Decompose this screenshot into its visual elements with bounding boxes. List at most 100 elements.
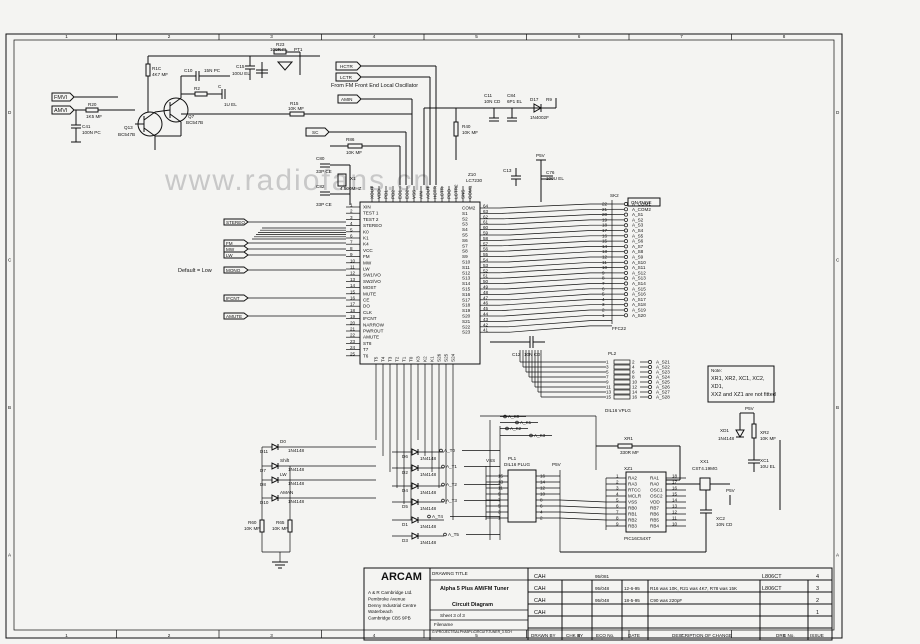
- ic-pin-name: S1: [462, 211, 468, 216]
- pic-pin-number: 8: [616, 516, 619, 521]
- svg-text:6P1 EL: 6P1 EL: [507, 99, 523, 104]
- ic-pin-name: S22: [462, 324, 471, 329]
- ic-pin-name: T5: [374, 356, 379, 362]
- svg-text:1U EL: 1U EL: [224, 102, 237, 107]
- pl2-pin-label: A_S24: [656, 375, 670, 380]
- ic-pin-name: DO: [363, 304, 370, 309]
- rev-eco: 95/081: [595, 574, 609, 579]
- pl2-pin-number: 9: [606, 380, 609, 385]
- rev-drg-no: L806CT: [762, 586, 782, 592]
- svg-text:XR2: XR2: [760, 430, 769, 435]
- pl2-pin-label: A_S22: [656, 365, 670, 370]
- ic-pin-name: T0: [409, 356, 414, 362]
- ic-pin-name: NARROW: [363, 322, 385, 327]
- pic-pin-number: 12: [672, 510, 678, 515]
- sk2-pin-label: A_S17: [632, 297, 646, 302]
- resistor-ref: R60: [248, 520, 257, 525]
- pic-pin-name: RA3: [628, 482, 637, 487]
- sk2-pin-number: 5: [602, 292, 605, 297]
- svg-text:C: C: [218, 84, 222, 89]
- svg-text:15N PC: 15N PC: [204, 68, 221, 73]
- signal-tag: AMUTE: [226, 314, 242, 319]
- svg-text:P5V: P5V: [536, 153, 546, 158]
- zone-number-top: 3: [270, 34, 273, 39]
- pic-pin-number: 1: [616, 474, 619, 479]
- ic-pin-name: VSS: [412, 190, 417, 199]
- pic-pin-number: 10: [672, 522, 678, 527]
- pl2-ref: PL2: [608, 351, 617, 356]
- svg-text:100N PC: 100N PC: [82, 130, 101, 135]
- rev-drawn-by: CAH: [534, 586, 546, 592]
- svg-text:PT1: PT1: [294, 47, 303, 52]
- ic-pin-number: 44: [483, 312, 489, 317]
- ic-pin-number: 59: [483, 231, 489, 236]
- svg-text:33P CE: 33P CE: [316, 169, 332, 174]
- note-line-3: XX2 and XZ1 are not fitted: [711, 392, 776, 398]
- sk2-pin-label: A_S10: [632, 260, 646, 265]
- pl2-pin-number: 13: [606, 390, 612, 395]
- ic-pin-name: S2: [462, 216, 468, 221]
- sk2-pin-label: A_COM1: [632, 202, 651, 207]
- input-sc: SC: [312, 130, 319, 135]
- sk2-pin-number: 2: [602, 308, 605, 313]
- ic-pin-number: 41: [483, 328, 489, 333]
- ic-pin-name: COM2: [462, 206, 476, 211]
- ic-pin-name: FM: [363, 254, 370, 259]
- ic-pin-number: 51: [483, 274, 489, 279]
- ic-pin-number: 18: [350, 308, 356, 313]
- signal-tag: LW: [226, 253, 233, 258]
- ic-pin-number: 17: [350, 302, 356, 307]
- pic-pin-number: 2: [616, 480, 619, 485]
- ic-pin-name: K0: [363, 229, 369, 234]
- ic-pin-number: 52: [483, 268, 489, 273]
- ic-pin-name: S9: [462, 254, 468, 259]
- ic-pin-name: S17: [462, 297, 471, 302]
- pic-pin-number: 18: [672, 474, 678, 479]
- svg-text:CST4.19MG: CST4.19MG: [692, 466, 718, 471]
- svg-text:330R MF: 330R MF: [620, 450, 639, 455]
- ic-pin-number: 58: [483, 236, 489, 241]
- right-parts: XR1 330R MF XD1 1N4148 XR2 10K MF P5V XC…: [560, 406, 781, 553]
- pic-pin-name: MCLR: [628, 494, 642, 499]
- pic-pin-number: 16: [672, 486, 678, 491]
- pl2-pin-number: 15: [606, 395, 612, 400]
- company-name: ARCAM: [381, 571, 422, 583]
- svg-text:DRG No.: DRG No.: [776, 633, 795, 638]
- pic-pin-name: RA1: [650, 476, 659, 481]
- svg-text:4K7 MF: 4K7 MF: [152, 72, 168, 77]
- pl2-pin-label: A_S26: [656, 385, 670, 390]
- sk2-pin-number: 12: [602, 255, 608, 260]
- svg-text:P5V: P5V: [552, 462, 562, 467]
- ic-pin-name: CE: [363, 298, 369, 303]
- pic-pin-number: 9: [616, 522, 619, 527]
- pic-pin-name: RTCC: [628, 488, 641, 493]
- sk2-pin-label: A_S5: [632, 233, 644, 238]
- diode-value: 1N4148: [420, 472, 437, 477]
- ic-pin-name: S5: [462, 233, 468, 238]
- address-line: Cambridge CB5 9PB: [368, 616, 411, 621]
- drawing-subtitle: Circuit Diagram: [452, 602, 493, 608]
- svg-text:VSS: VSS: [486, 458, 495, 463]
- svg-text:R86: R86: [346, 137, 355, 142]
- sk2-pin-label: A_S19: [632, 308, 646, 313]
- ic-pin-name: S26: [437, 353, 442, 362]
- cap-c12: C12 10N CD: [490, 336, 545, 357]
- svg-text:10K MF: 10K MF: [760, 436, 776, 441]
- svg-text:R1C: R1C: [152, 66, 162, 71]
- zone-number-bottom: 6: [578, 633, 581, 638]
- drawing-title: Alpha 5 Plus AM/FM Tuner: [440, 586, 510, 592]
- pic-pin-number: 5: [616, 498, 619, 503]
- pl2-pin-number: 7: [606, 375, 609, 380]
- input-amvi: AMVI: [54, 108, 68, 114]
- sk2-footer: FFC22: [612, 326, 626, 331]
- pl2-pin-number: 1: [606, 360, 609, 365]
- diode-ref: D6: [402, 454, 408, 459]
- rev-description: C90 was 220pF: [650, 598, 682, 603]
- ic-pin-name: AIN: [419, 191, 424, 199]
- ic-pin-name: IFCNT: [363, 316, 377, 321]
- rev-date: 12-6-95: [624, 586, 640, 591]
- svg-text:ECO No.: ECO No.: [596, 633, 614, 638]
- ic-pin-number: 2: [350, 209, 353, 214]
- pl2-pin-label: A_S25: [656, 380, 670, 385]
